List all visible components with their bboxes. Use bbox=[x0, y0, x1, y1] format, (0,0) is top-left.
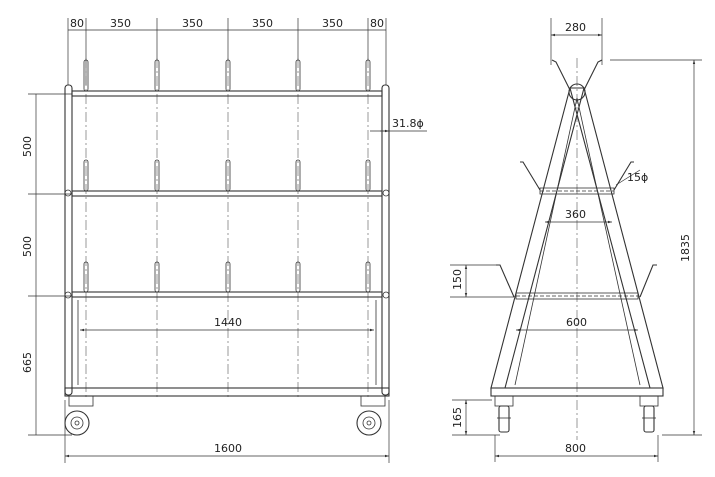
upper-shelf bbox=[520, 161, 634, 195]
rod-diameter-label: 15ϕ bbox=[627, 171, 648, 184]
spacing-label-1: 80 bbox=[70, 17, 84, 30]
upper-width-dimension: 360 bbox=[545, 208, 612, 224]
spacing-label-3: 350 bbox=[182, 17, 203, 30]
spacing-label-6: 80 bbox=[370, 17, 384, 30]
top-width-dimension: 280 bbox=[550, 18, 603, 65]
vertical-dimension: 500 500 665 bbox=[21, 93, 72, 436]
lower-width-dimension: 600 bbox=[516, 316, 638, 332]
hook-height-dimension: 150 bbox=[450, 264, 514, 298]
spacing-label-5: 350 bbox=[322, 17, 343, 30]
top-width-label: 280 bbox=[565, 21, 586, 34]
overall-height-label: 1835 bbox=[679, 234, 692, 262]
height-label-1: 500 bbox=[21, 136, 34, 157]
side-view: 280 15ϕ bbox=[450, 18, 702, 462]
lower-width-label: 600 bbox=[566, 316, 587, 329]
side-width-dimension: 800 bbox=[494, 435, 659, 462]
pipe-diameter-callout: 31.8ϕ bbox=[370, 117, 427, 133]
horizontal-rails bbox=[64, 90, 390, 397]
side-width-label: 800 bbox=[565, 442, 586, 455]
overall-height-dimension: 1835 bbox=[610, 59, 702, 436]
caster-height-dimension: 165 bbox=[451, 399, 500, 436]
pipe-diameter-label: 31.8ϕ bbox=[392, 117, 424, 130]
height-label-2: 500 bbox=[21, 236, 34, 257]
upper-width-label: 360 bbox=[565, 208, 586, 221]
spacing-label-2: 350 bbox=[110, 17, 131, 30]
top-spacing-dimension: 80 350 350 350 350 80 bbox=[67, 17, 387, 85]
frame-uprights bbox=[64, 84, 390, 396]
overall-width-label: 1600 bbox=[214, 442, 242, 455]
overall-width-dimension: 1600 bbox=[64, 400, 390, 463]
front-centerlines bbox=[85, 58, 369, 400]
hanging-pegs bbox=[83, 59, 371, 293]
front-view: 80 350 350 350 350 80 bbox=[21, 17, 427, 463]
inner-width-dimension: 1440 bbox=[80, 316, 374, 332]
front-casters bbox=[64, 395, 386, 436]
lower-shelf bbox=[496, 264, 657, 300]
height-label-3: 665 bbox=[21, 352, 34, 373]
top-hooks bbox=[551, 59, 603, 91]
inner-width-label: 1440 bbox=[214, 316, 242, 329]
side-base bbox=[490, 387, 664, 433]
rod-diameter-callout: 15ϕ bbox=[615, 169, 648, 186]
spacing-label-4: 350 bbox=[252, 17, 273, 30]
hook-height-label: 150 bbox=[451, 269, 464, 290]
caster-height-label: 165 bbox=[451, 407, 464, 428]
